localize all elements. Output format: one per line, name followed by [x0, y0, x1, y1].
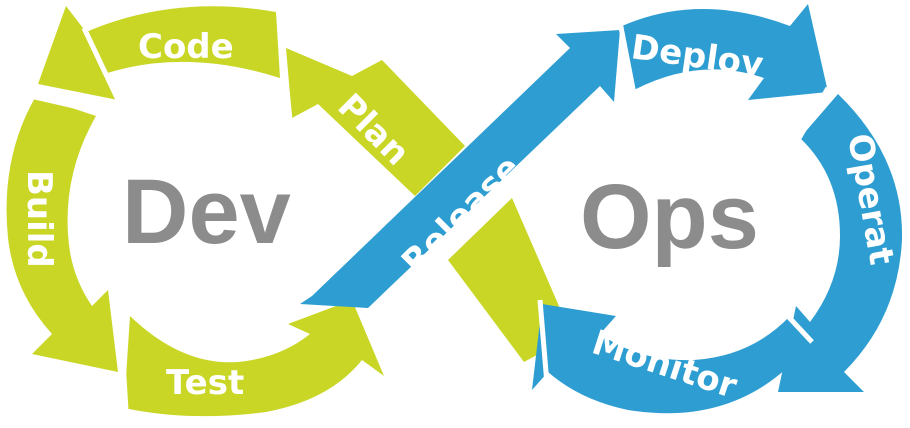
- dev-center-label: Dev: [122, 161, 291, 263]
- deploy-arrow: [622, 4, 828, 100]
- separators: [29, 21, 831, 411]
- build-label: Build: [19, 170, 59, 268]
- operate-arrow: [778, 94, 903, 392]
- test-arrow: [124, 300, 384, 417]
- build-arrow: [6, 96, 118, 372]
- ops-loop: [300, 4, 903, 414]
- ops-center-label: Ops: [580, 166, 759, 268]
- code-arrow: [38, 6, 280, 100]
- release-arrow: [300, 30, 620, 308]
- test-label: Test: [166, 363, 244, 403]
- code-label: Code: [138, 27, 234, 67]
- plan-arrow: [286, 48, 465, 196]
- monitor-arrow: [532, 304, 808, 414]
